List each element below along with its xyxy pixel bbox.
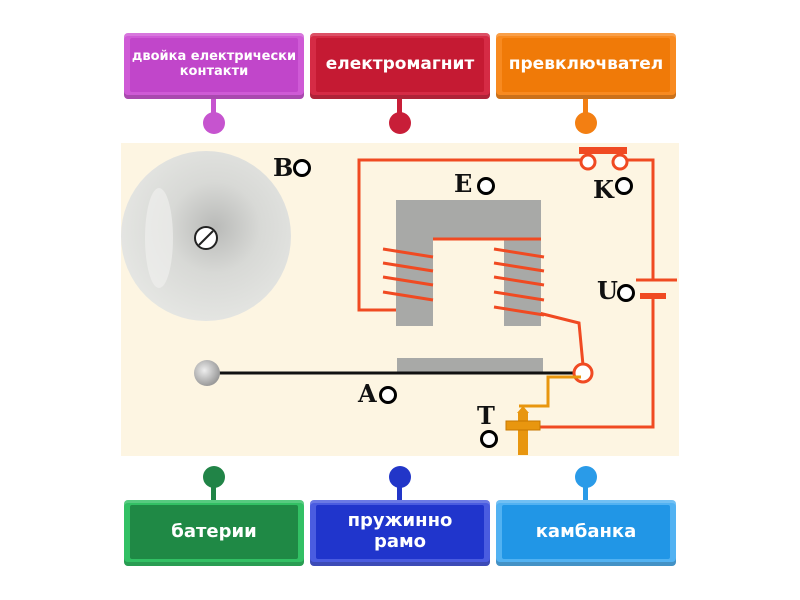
- connector-stem: [397, 482, 402, 502]
- pivot-contact: [572, 362, 594, 384]
- drop-target-dot[interactable]: [575, 466, 597, 488]
- label-spring-arm[interactable]: пружинно рамо: [310, 500, 490, 566]
- electromagnet-core: [396, 200, 541, 326]
- screw-tip: [517, 406, 529, 413]
- label-bell[interactable]: камбанка: [496, 500, 676, 566]
- connector-stem: [397, 99, 402, 117]
- connector-stem: [211, 482, 216, 502]
- marker-letter-k: K: [593, 175, 614, 204]
- switch-contact: [611, 153, 629, 171]
- marker-a[interactable]: [379, 386, 397, 404]
- drop-target-dot[interactable]: [389, 112, 411, 134]
- hammer-ball: [194, 360, 220, 386]
- switch-bar: [579, 147, 627, 154]
- electric-bell-diagram: B E K U A T: [121, 143, 679, 456]
- label-contacts-text: двойка електрически контакти: [131, 49, 297, 79]
- battery-plate: [640, 293, 666, 299]
- marker-b[interactable]: [293, 159, 311, 177]
- bell-highlight: [145, 188, 173, 288]
- label-bell-text: камбанка: [535, 520, 637, 542]
- marker-letter-b: B: [273, 153, 294, 182]
- wires: [357, 158, 677, 429]
- label-switch-text: превключвател: [508, 54, 664, 75]
- marker-letter-u: U: [597, 276, 618, 305]
- marker-t[interactable]: [480, 430, 498, 448]
- label-electromagnet-text: електромагнит: [325, 54, 475, 75]
- circuit-svg: [121, 147, 677, 455]
- label-battery[interactable]: батерии: [124, 500, 304, 566]
- drop-target-dot[interactable]: [575, 112, 597, 134]
- label-electromagnet[interactable]: електромагнит: [310, 33, 490, 99]
- coil-right: [493, 247, 545, 317]
- label-switch[interactable]: превключвател: [496, 33, 676, 99]
- marker-k[interactable]: [615, 177, 633, 195]
- drop-target-dot[interactable]: [203, 112, 225, 134]
- switch-contact: [579, 153, 597, 171]
- connector-stem: [211, 99, 216, 117]
- connector-stem: [583, 99, 588, 117]
- marker-letter-a: A: [358, 379, 377, 408]
- label-battery-text: батерии: [171, 520, 257, 542]
- marker-e[interactable]: [477, 177, 495, 195]
- marker-u[interactable]: [617, 284, 635, 302]
- connector-stem: [583, 482, 588, 502]
- marker-letter-e: E: [454, 169, 473, 198]
- coil-left: [382, 247, 434, 302]
- armature-plate: [397, 358, 543, 373]
- screw-shaft: [518, 413, 528, 455]
- marker-letter-t: T: [477, 401, 495, 430]
- drop-target-dot[interactable]: [389, 466, 411, 488]
- label-spring-arm-text: пружинно рамо: [347, 510, 453, 552]
- screw-nut: [505, 420, 541, 431]
- drop-target-dot[interactable]: [203, 466, 225, 488]
- label-contacts[interactable]: двойка електрически контакти: [124, 33, 304, 99]
